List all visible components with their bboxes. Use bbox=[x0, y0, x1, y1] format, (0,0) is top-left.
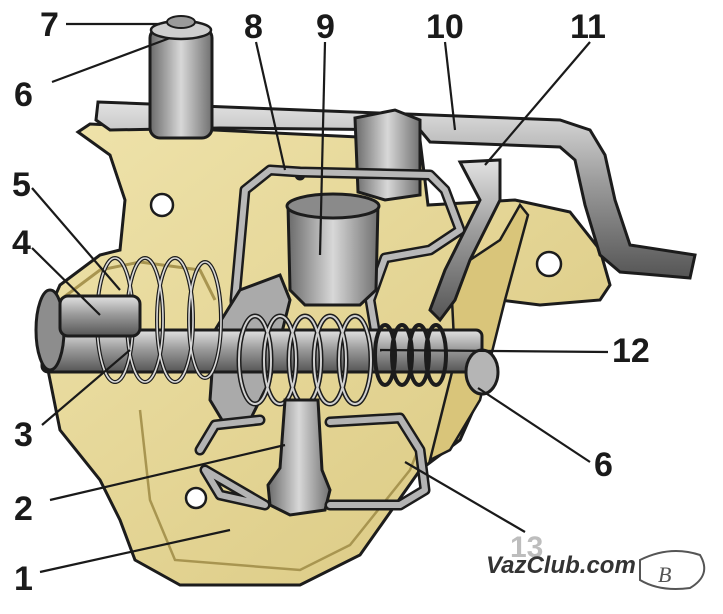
axle-right-end bbox=[464, 348, 500, 396]
release-lever bbox=[94, 100, 697, 280]
plate-hole-right bbox=[535, 250, 563, 278]
wire-spring-loop-highlight bbox=[232, 167, 463, 403]
watermark-logo-icon: B bbox=[639, 550, 706, 590]
svg-text:B: B bbox=[658, 562, 671, 587]
axle-bushing bbox=[58, 294, 142, 338]
plate-lower-fold bbox=[138, 409, 422, 572]
watermark-text: VazClub.com bbox=[486, 552, 636, 579]
label-12: 12 bbox=[612, 332, 650, 370]
label-7: 7 bbox=[40, 6, 59, 44]
label-5: 5 bbox=[12, 166, 31, 204]
leader-lines bbox=[31, 22, 609, 574]
lever-block bbox=[353, 108, 422, 202]
label-13: 13 bbox=[510, 531, 543, 564]
label-2: 2 bbox=[14, 490, 33, 528]
label-4: 4 bbox=[12, 224, 31, 262]
label-6-top: 6 bbox=[14, 76, 33, 114]
label-6-right: 6 bbox=[594, 446, 613, 484]
safety-hook bbox=[428, 158, 502, 323]
top-pin-tip bbox=[166, 15, 196, 29]
label-11: 11 bbox=[570, 8, 606, 46]
label-1: 1 bbox=[14, 560, 33, 598]
right-small-spring bbox=[373, 323, 448, 387]
label-9: 9 bbox=[316, 8, 335, 46]
latch-cylinder bbox=[286, 203, 380, 307]
top-pin-body bbox=[148, 26, 214, 140]
plate-hole-upper bbox=[149, 192, 175, 218]
label-10: 10 bbox=[426, 8, 464, 46]
bottom-wire-loop-highlight bbox=[197, 415, 428, 508]
latch-hook bbox=[266, 398, 332, 517]
latch-cylinder-top bbox=[285, 192, 381, 220]
label-8: 8 bbox=[244, 8, 263, 46]
plate-hole-lower bbox=[184, 486, 208, 510]
label-3: 3 bbox=[14, 416, 33, 454]
